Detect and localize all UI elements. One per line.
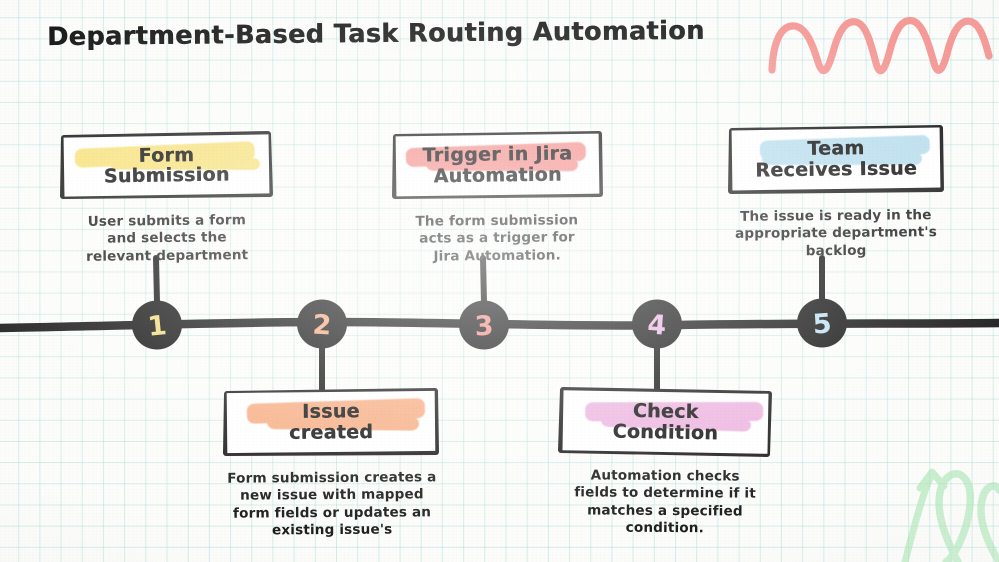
card-title-line1-3: Trigger in Jira: [422, 142, 573, 167]
step-card-4[interactable]: Check Condition: [562, 390, 769, 454]
card-title-line1-2: Issue: [301, 400, 360, 423]
step-card-5[interactable]: Team Receives Issue: [731, 127, 941, 191]
step-card-1[interactable]: Form Submission: [63, 134, 270, 197]
step-card-2[interactable]: Issue created: [226, 390, 436, 454]
step-card-3[interactable]: Trigger in Jira Automation: [395, 133, 600, 197]
card-title-2: Issue created: [227, 400, 435, 443]
card-title-3: Trigger in Jira Automation: [396, 142, 600, 187]
card-title-line2-2: created: [288, 420, 374, 444]
card-title-line2-4: Condition: [612, 420, 719, 444]
card-title-line2-1: Submission: [103, 163, 230, 188]
page-title: Department-Based Task Routing Automation: [46, 15, 705, 53]
card-title-line2-5: Receives Issue: [755, 156, 918, 182]
step-description-5: The issue is ready in the appropriate de…: [734, 207, 937, 259]
step-description-4: Automation checks fields to determine if…: [574, 467, 756, 537]
card-title-line2-3: Automation: [433, 163, 562, 187]
card-title-4: Check Condition: [563, 400, 769, 445]
step-description-2: Form submission creates a new issue with…: [227, 469, 437, 539]
step-description-3: The form submission acts as a trigger fo…: [415, 212, 579, 265]
card-title-5: Team Receives Issue: [732, 137, 941, 181]
card-title-1: Form Submission: [64, 143, 270, 188]
step-description-1: User submits a form and selects the rele…: [85, 212, 249, 265]
